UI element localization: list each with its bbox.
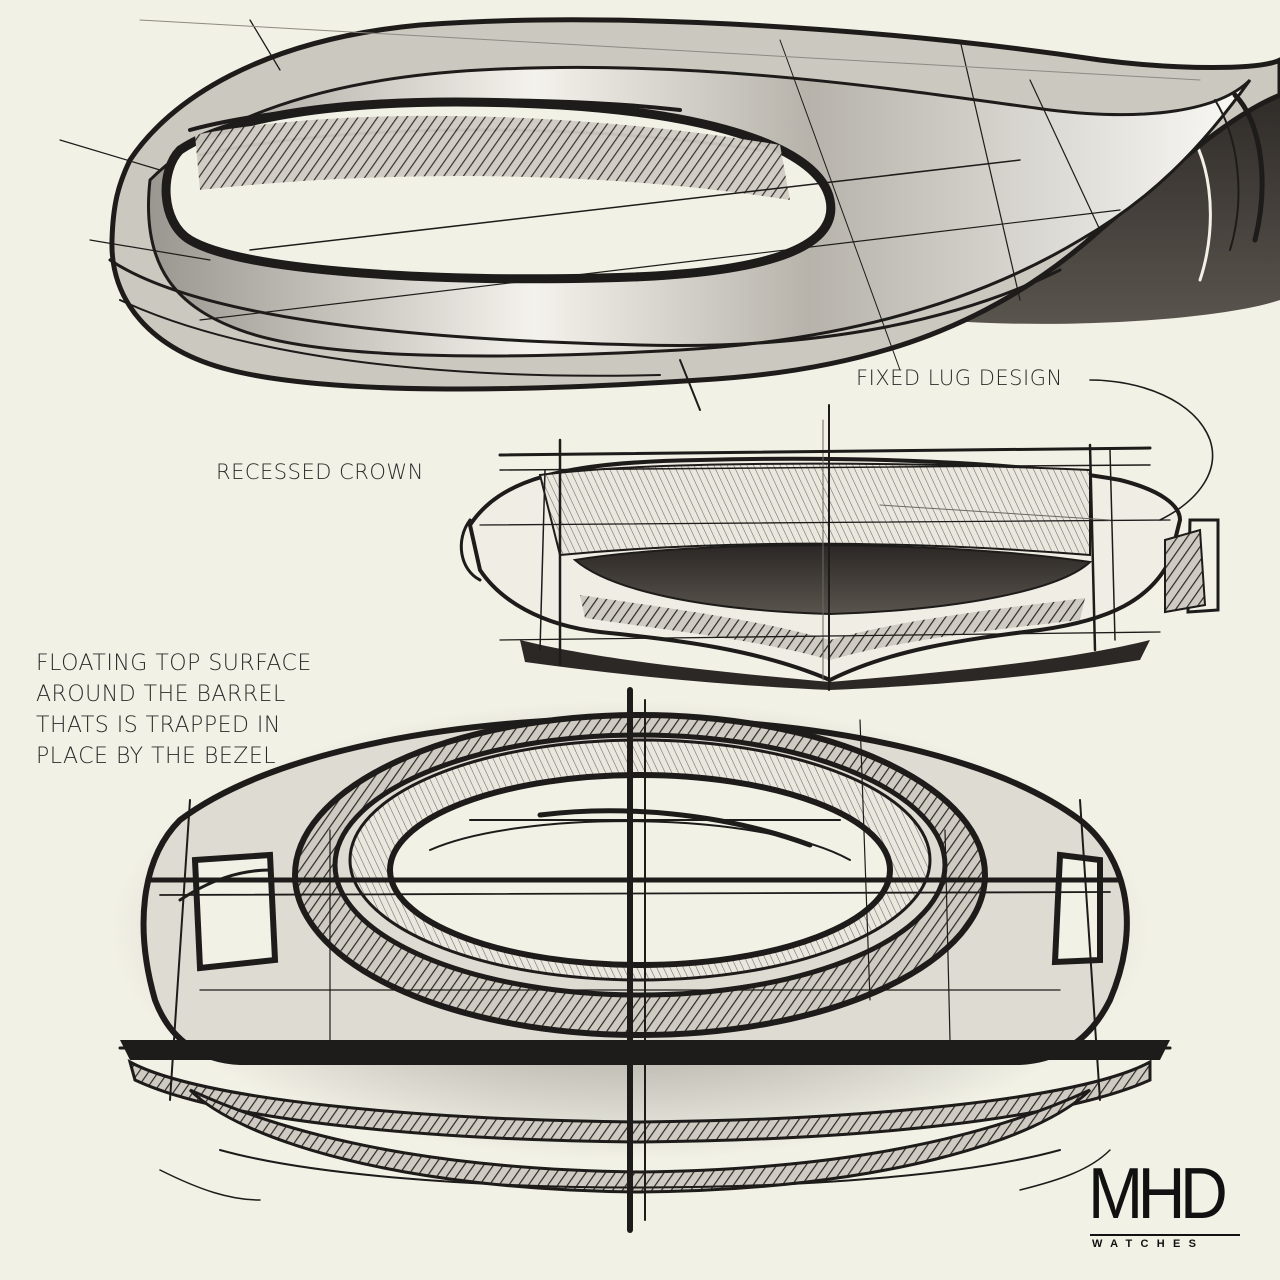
label-floating-surface: FLOATING TOP SURFACE AROUND THE BARREL T… — [36, 648, 312, 772]
brand-logo: MHD WATCHES — [1088, 1158, 1248, 1258]
label-floating-line: FLOATING TOP SURFACE — [36, 651, 312, 676]
front-view-sketch — [110, 687, 1172, 1233]
label-recessed-crown: RECESSED CROWN — [216, 460, 424, 484]
label-fixed-lug: FIXED LUG DESIGN — [856, 366, 1063, 390]
label-floating-line: PLACE BY THE BEZEL — [36, 744, 276, 769]
top-case-sketch — [59, 17, 1280, 411]
label-floating-line: AROUND THE BARREL — [36, 682, 286, 707]
logo-subtitle: WATCHES — [1092, 1238, 1205, 1250]
logo-mark: MHD — [1088, 1154, 1228, 1234]
label-floating-line: THATS IS TRAPPED IN — [36, 713, 281, 738]
side-profile-sketch — [459, 379, 1220, 691]
logo-rule — [1090, 1234, 1240, 1236]
